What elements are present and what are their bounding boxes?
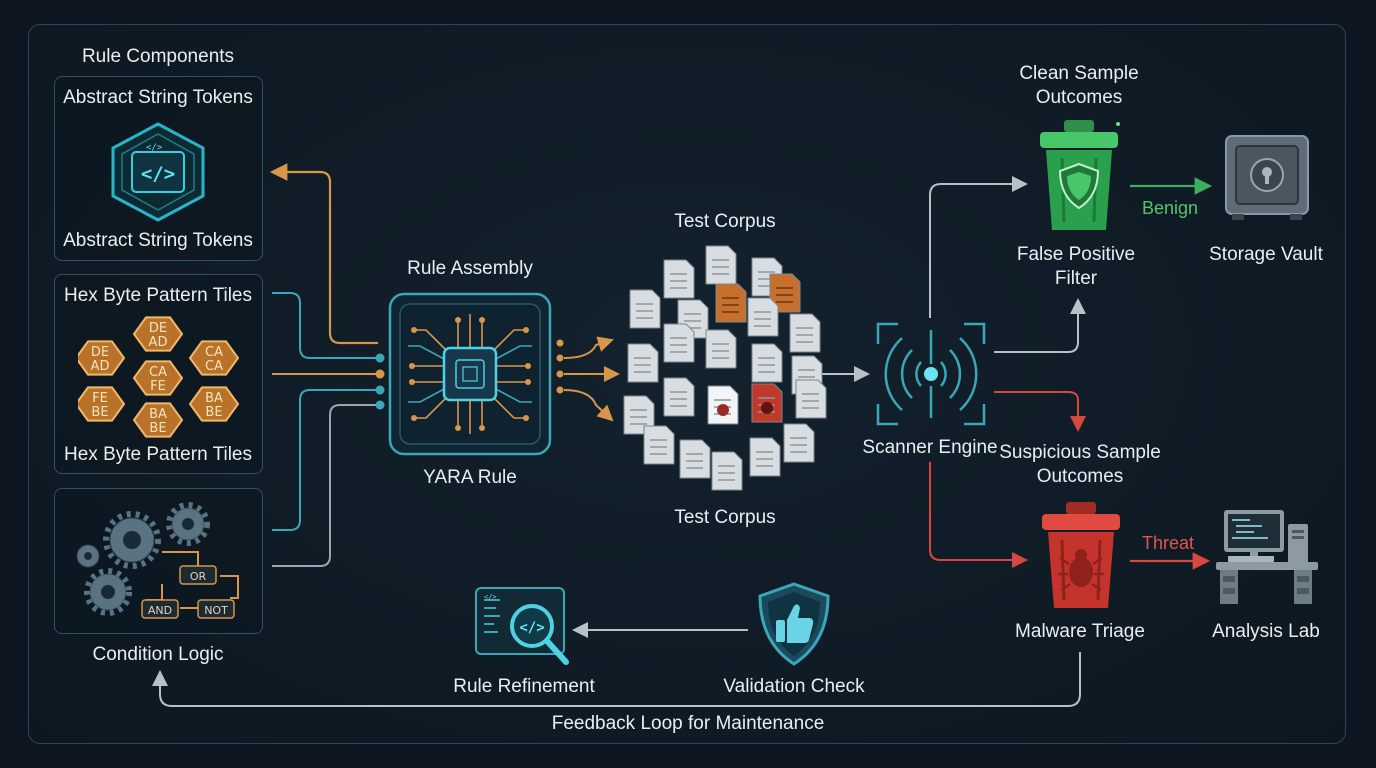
hex-byte-text: CA bbox=[149, 365, 167, 380]
false-positive-filter-label: False Positive Filter bbox=[1017, 243, 1135, 291]
feedback-loop-label: Feedback Loop for Maintenance bbox=[551, 713, 825, 734]
yara-rule-chip-icon bbox=[388, 292, 552, 456]
rule-refinement-icon: </> </> bbox=[475, 587, 569, 665]
hex-byte-text: CA bbox=[205, 345, 223, 360]
analysis-lab-workstation-icon bbox=[1216, 510, 1318, 604]
arrow-to-suspicious bbox=[994, 391, 1086, 432]
hex-byte-text: BE bbox=[149, 421, 166, 436]
op-not: NOT bbox=[204, 604, 228, 617]
condition-logic-label: Condition Logic bbox=[92, 644, 224, 665]
corpus-document bbox=[705, 329, 737, 369]
svg-text:</>: </> bbox=[146, 143, 163, 153]
hex-tiles-label-top: Hex Byte Pattern Tiles bbox=[64, 285, 252, 306]
test-corpus-documents bbox=[623, 245, 827, 491]
corpus-document bbox=[705, 245, 737, 285]
test-corpus-label-top: Test Corpus bbox=[674, 211, 776, 232]
corpus-document bbox=[783, 423, 815, 463]
arrow-to-triage bbox=[929, 462, 1028, 568]
hex-byte-text: BE bbox=[91, 405, 108, 420]
clean-heading-text: Clean Sample Outcomes bbox=[1019, 63, 1139, 108]
corpus-document bbox=[747, 297, 779, 337]
analysis-lab-label: Analysis Lab bbox=[1212, 621, 1320, 642]
malware-triage-bin-icon bbox=[1042, 502, 1120, 608]
clean-outcomes-heading: Clean Sample Outcomes bbox=[1019, 62, 1138, 110]
corpus-document bbox=[663, 259, 695, 299]
benign-edge-label: Benign bbox=[1141, 198, 1199, 218]
hex-byte-text: BA bbox=[149, 407, 167, 422]
hex-byte-text: DE bbox=[91, 345, 109, 360]
yara-rule-label: YARA Rule bbox=[423, 467, 517, 488]
test-corpus-label-bottom: Test Corpus bbox=[674, 507, 776, 528]
hex-byte-text: FE bbox=[92, 391, 108, 406]
hex-byte-text: DE bbox=[149, 321, 167, 336]
corpus-document bbox=[715, 283, 747, 323]
rule-components-heading: Rule Components bbox=[81, 46, 235, 67]
corpus-document bbox=[751, 383, 783, 423]
corpus-document bbox=[663, 323, 695, 363]
corpus-document bbox=[679, 439, 711, 479]
corpus-document bbox=[643, 425, 675, 465]
corpus-document bbox=[795, 379, 827, 419]
op-or: OR bbox=[190, 570, 207, 583]
corpus-document bbox=[711, 451, 743, 491]
hex-byte-text: BA bbox=[205, 391, 223, 406]
validation-check-label: Validation Check bbox=[723, 676, 865, 697]
code-hexagon-icon: </> </> bbox=[111, 122, 205, 222]
scanner-engine-label: Scanner Engine bbox=[862, 437, 998, 458]
suspicious-heading-text: Suspicious Sample Outcomes bbox=[999, 442, 1161, 487]
rule-assembly-label: Rule Assembly bbox=[407, 258, 533, 279]
arrow-to-string-tokens bbox=[269, 163, 378, 345]
scanner-engine-icon bbox=[876, 322, 986, 426]
svg-text:</>: </> bbox=[519, 620, 544, 636]
string-tokens-label-top: Abstract String Tokens bbox=[63, 87, 253, 108]
svg-text:</>: </> bbox=[141, 163, 175, 185]
condition-logic-graphic: OR AND NOT bbox=[76, 502, 239, 619]
corpus-document bbox=[751, 343, 783, 383]
hex-tiles-label-bottom: Hex Byte Pattern Tiles bbox=[64, 444, 252, 465]
corpus-document bbox=[627, 343, 659, 383]
rule-refinement-label: Rule Refinement bbox=[453, 676, 595, 697]
corpus-document bbox=[663, 377, 695, 417]
corpus-document bbox=[629, 289, 661, 329]
wire-cond-b bbox=[272, 404, 376, 567]
malware-triage-label: Malware Triage bbox=[1015, 621, 1145, 642]
hex-byte-text: FE bbox=[150, 379, 166, 394]
filter-text: False Positive Filter bbox=[1016, 244, 1136, 289]
false-positive-filter-bin-icon bbox=[1040, 120, 1120, 230]
hex-byte-text: BE bbox=[205, 405, 222, 420]
storage-vault-icon bbox=[1225, 135, 1309, 220]
svg-text:</>: </> bbox=[484, 593, 497, 601]
hex-byte-text: CA bbox=[205, 359, 223, 374]
corpus-document bbox=[789, 313, 821, 353]
hex-byte-text: AD bbox=[91, 359, 110, 374]
arrow-to-clean bbox=[929, 176, 1028, 318]
wire-cond-a bbox=[272, 389, 376, 531]
hex-byte-text: AD bbox=[149, 335, 168, 350]
corpus-document bbox=[749, 437, 781, 477]
corpus-document bbox=[623, 395, 655, 435]
feedback-loop-line bbox=[152, 652, 1081, 707]
wire-hex-a bbox=[272, 292, 376, 359]
suspicious-outcomes-heading: Suspicious Sample Outcomes bbox=[999, 441, 1161, 489]
validation-shield-icon bbox=[758, 582, 830, 666]
threat-edge-label: Threat bbox=[1141, 533, 1195, 553]
arrow-to-fp-filter bbox=[994, 298, 1086, 353]
corpus-document bbox=[769, 273, 801, 313]
corpus-document bbox=[707, 385, 739, 425]
op-and: AND bbox=[148, 604, 172, 617]
storage-vault-label: Storage Vault bbox=[1209, 244, 1323, 265]
string-tokens-label-bottom: Abstract String Tokens bbox=[63, 230, 253, 251]
